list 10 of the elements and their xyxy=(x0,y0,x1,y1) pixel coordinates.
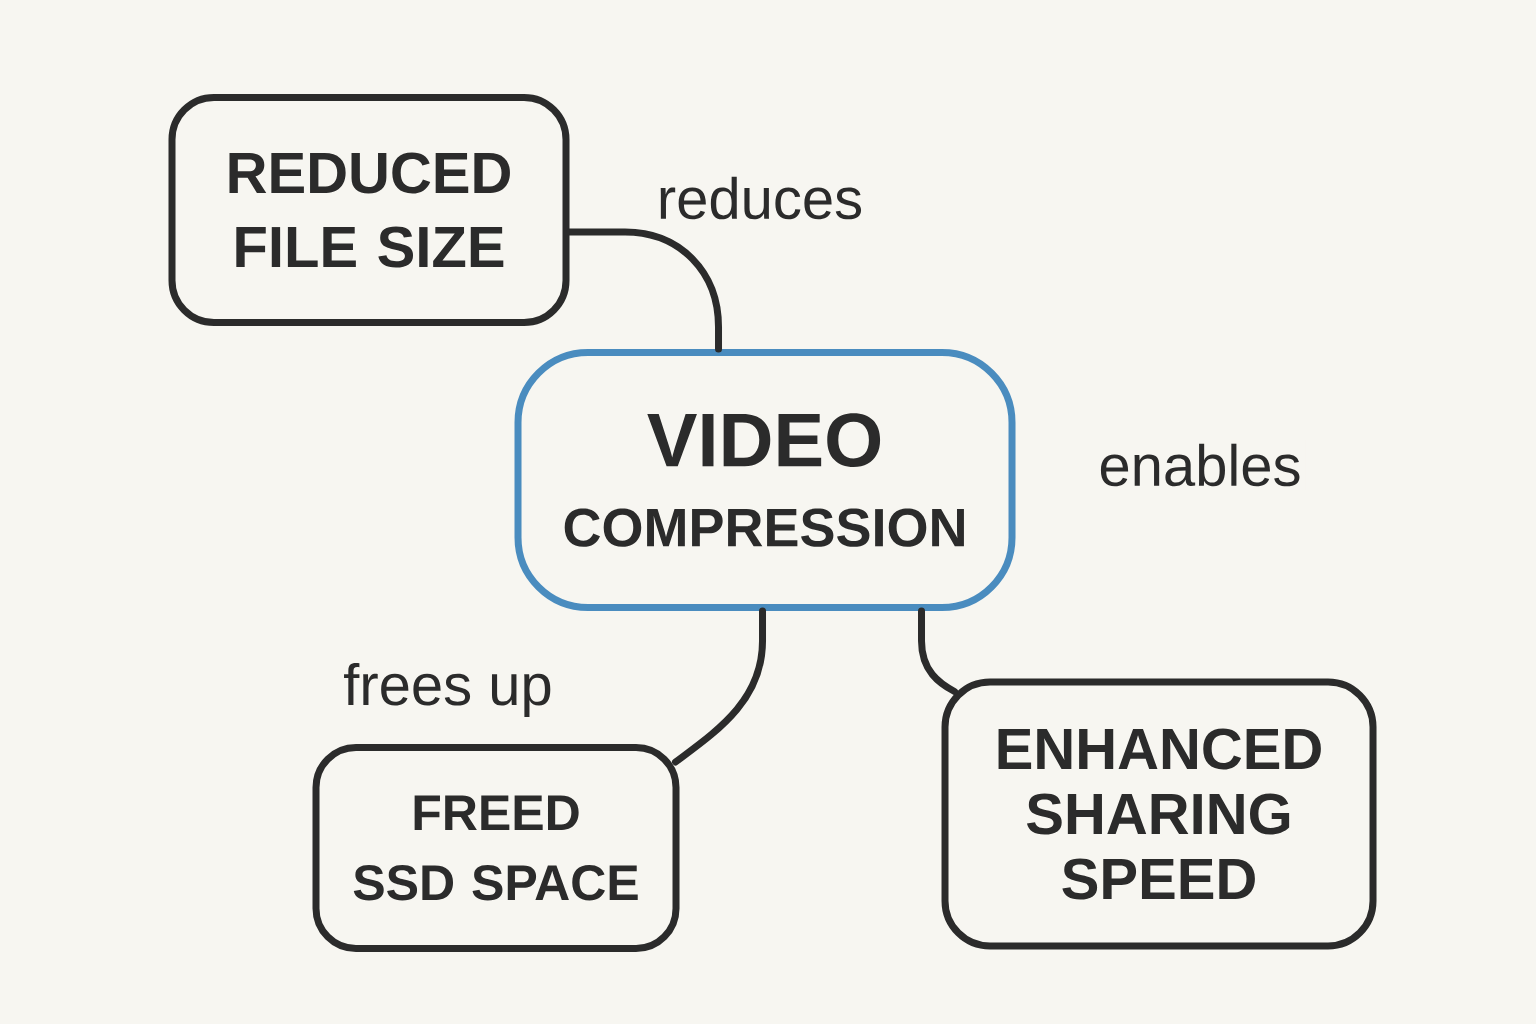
edge-label: reduces xyxy=(652,172,868,224)
edge-label: enables xyxy=(1094,439,1306,491)
concept-box: FREED SSD SPACE xyxy=(312,744,680,952)
connector-line xyxy=(918,607,958,695)
concept-box: REDUCED FILE SIZE xyxy=(168,94,570,326)
edge-label: frees up xyxy=(339,659,557,721)
topic-box: VIDEO COMPRESSION xyxy=(514,349,1016,611)
connector-line xyxy=(672,607,766,766)
concept-box: ENHANCED SHARING SPEED xyxy=(941,678,1377,950)
connector-line xyxy=(566,228,722,353)
